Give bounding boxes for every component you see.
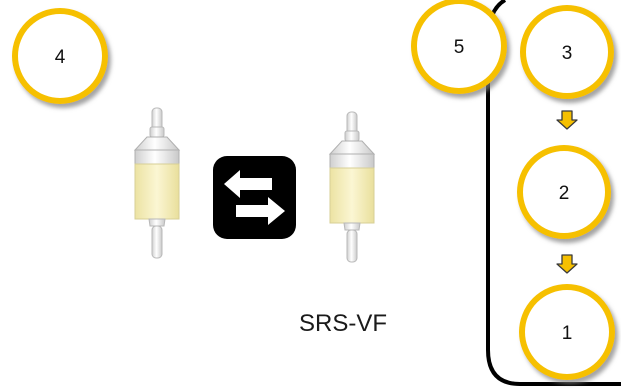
filter-model-label: SRS-VF xyxy=(299,310,387,338)
step-number-1: 1 xyxy=(562,323,573,344)
step-number-2: 2 xyxy=(559,183,570,204)
step-circle-1: 1 xyxy=(522,287,612,377)
inline-fuel-filter-icon xyxy=(135,108,179,258)
step-circle-3: 3 xyxy=(523,8,611,96)
step-circle-2: 2 xyxy=(520,148,608,236)
step-circle-5: 5 xyxy=(414,1,504,91)
inline-fuel-filter-icon xyxy=(330,112,374,262)
step-number-3: 3 xyxy=(562,43,573,64)
down-arrow-icon xyxy=(557,255,577,273)
step-number-5: 5 xyxy=(454,37,465,58)
down-arrow-icon xyxy=(557,111,577,129)
step-circle-4: 4 xyxy=(15,11,105,101)
step-number-4: 4 xyxy=(55,47,66,68)
swap-arrows-icon xyxy=(213,156,296,239)
